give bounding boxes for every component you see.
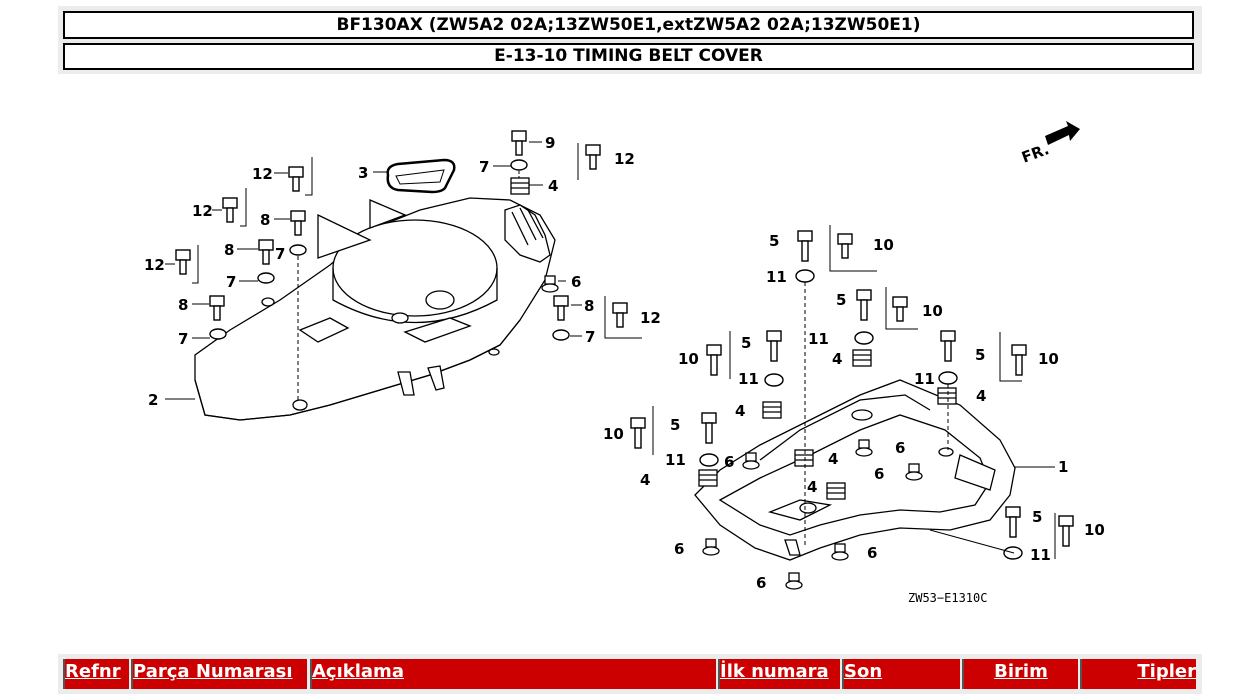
callout-7: 7 <box>479 158 489 176</box>
callout-5: 5 <box>741 334 751 352</box>
column-description[interactable]: Açıklama <box>310 659 716 689</box>
callout-5: 5 <box>836 291 846 309</box>
callout-4: 4 <box>828 450 838 468</box>
callout-12: 12 <box>640 309 661 327</box>
washer-icons <box>209 159 1023 560</box>
callout-6: 6 <box>895 439 905 457</box>
section-title: E-13-10 TIMING BELT COVER <box>63 43 1194 70</box>
callout-11: 11 <box>1030 546 1051 564</box>
callout-7: 7 <box>178 330 188 348</box>
callout-11: 11 <box>738 370 759 388</box>
column-first-number-label[interactable]: İlk numara <box>720 661 829 682</box>
callout-12: 12 <box>192 202 213 220</box>
upper-cover-drawing <box>194 197 556 421</box>
callout-6: 6 <box>571 273 581 291</box>
callout-12: 12 <box>614 150 635 168</box>
callout-10: 10 <box>678 350 699 368</box>
callout-8: 8 <box>224 241 234 259</box>
callout-6: 6 <box>724 453 734 471</box>
callout-11: 11 <box>766 268 787 286</box>
callout-2: 2 <box>148 391 158 409</box>
diagram-code: ZW53−E1310C <box>908 591 987 605</box>
callout-3: 3 <box>358 164 368 182</box>
callout-4: 4 <box>548 177 558 195</box>
lower-cover-drawing <box>694 379 1016 561</box>
collar-icons <box>541 275 923 590</box>
callout-5: 5 <box>975 346 985 364</box>
grommet-icons <box>510 177 957 500</box>
callout-7: 7 <box>585 328 595 346</box>
callout-10: 10 <box>922 302 943 320</box>
callout-6: 6 <box>874 465 884 483</box>
leader-lines <box>165 141 1056 559</box>
callout-9: 9 <box>545 134 555 152</box>
callout-10: 10 <box>603 425 624 443</box>
callout-8: 8 <box>178 296 188 314</box>
callout-8: 8 <box>260 211 270 229</box>
model-title: BF130AX (ZW5A2 02A;13ZW50E1,extZW5A2 02A… <box>63 11 1194 39</box>
column-part-number-label[interactable]: Parça Numarası <box>133 661 293 682</box>
callout-11: 11 <box>914 370 935 388</box>
callout-10: 10 <box>1084 521 1105 539</box>
column-last[interactable]: Son <box>842 659 960 689</box>
callout-7: 7 <box>226 273 236 291</box>
callout-4: 4 <box>976 387 986 405</box>
callout-10: 10 <box>873 236 894 254</box>
parts-diagram: FR. 1 2 3 4 4 4 4 4 4 4 5 5 5 5 5 5 6 6 … <box>144 121 1105 605</box>
front-marker: FR. <box>1019 140 1051 166</box>
callout-4: 4 <box>807 478 817 496</box>
callout-4: 4 <box>640 471 650 489</box>
callout-6: 6 <box>674 540 684 558</box>
callout-5: 5 <box>769 232 779 250</box>
gasket-part <box>386 158 456 194</box>
callout-11: 11 <box>665 451 686 469</box>
callout-4: 4 <box>832 350 842 368</box>
callout-11: 11 <box>808 330 829 348</box>
callout-12: 12 <box>144 256 165 274</box>
column-unit-label[interactable]: Birim <box>994 661 1048 682</box>
column-refnr[interactable]: Refnr <box>63 659 129 689</box>
callout-4: 4 <box>735 402 745 420</box>
callout-5: 5 <box>670 416 680 434</box>
callout-10: 10 <box>1038 350 1059 368</box>
callout-12: 12 <box>252 165 273 183</box>
callout-labels: 1 2 3 4 4 4 4 4 4 4 5 5 5 5 5 5 6 6 6 6 … <box>144 134 1105 592</box>
front-arrow-icon <box>1045 121 1080 145</box>
column-last-label[interactable]: Son <box>844 661 883 682</box>
callout-7: 7 <box>275 245 285 263</box>
column-types[interactable]: Tipler <box>1080 659 1196 689</box>
column-part-number[interactable]: Parça Numarası <box>131 659 307 689</box>
callout-6: 6 <box>867 544 877 562</box>
bolt-icons <box>175 130 1074 547</box>
column-description-label[interactable]: Açıklama <box>312 661 404 682</box>
callout-1: 1 <box>1058 458 1068 476</box>
callout-8: 8 <box>584 297 594 315</box>
callout-5: 5 <box>1032 508 1042 526</box>
column-unit[interactable]: Birim <box>962 659 1078 689</box>
callout-6: 6 <box>756 574 766 592</box>
column-first-number[interactable]: İlk numara <box>718 659 840 689</box>
column-refnr-label[interactable]: Refnr <box>65 661 121 682</box>
column-types-label[interactable]: Tipler <box>1137 661 1196 682</box>
